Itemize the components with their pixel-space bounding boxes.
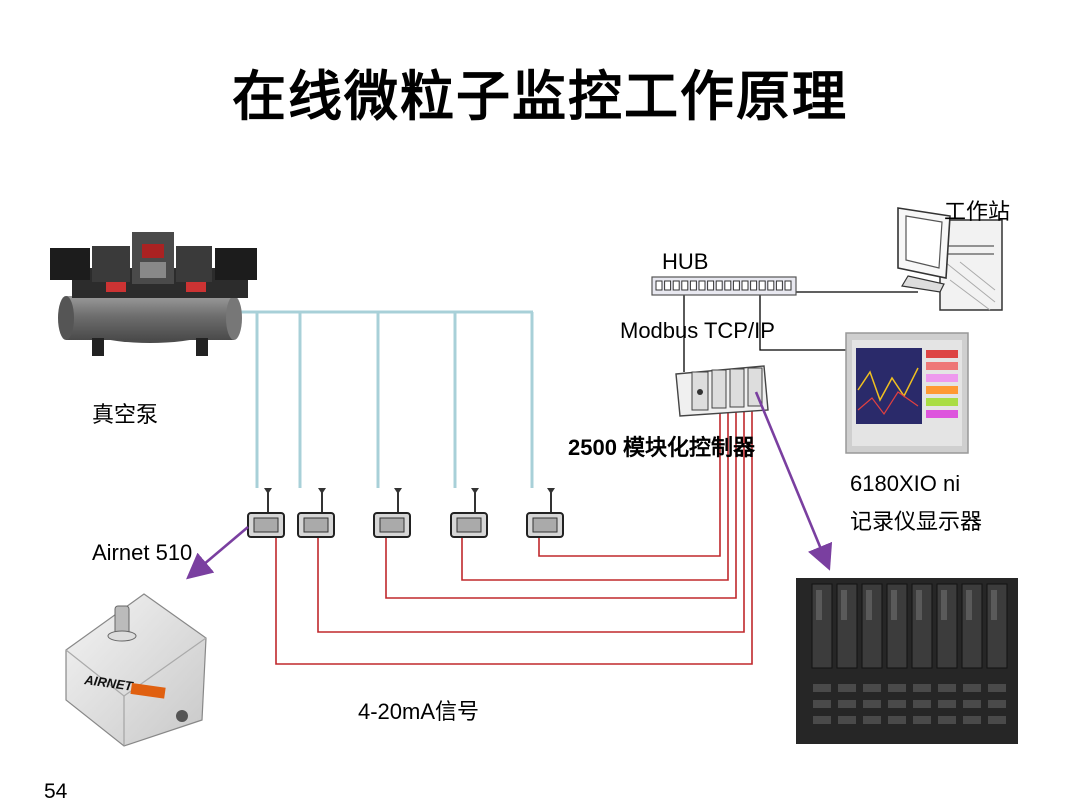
- controller-icon: [675, 365, 769, 417]
- hub-label: HUB: [662, 249, 709, 274]
- workstation-label: 工作站: [944, 200, 1011, 225]
- particle-sensor-icon: AIRNET: [65, 593, 207, 747]
- sensor-probe-icon: [297, 488, 335, 538]
- page-number: 54: [44, 780, 68, 803]
- protocol-label: Modbus TCP/IP: [620, 318, 775, 343]
- io-module-icon: [796, 578, 1018, 744]
- workstation-icon: [897, 207, 1003, 311]
- recorder-name-label: 记录仪显示器: [850, 510, 983, 535]
- vacuum-pump-label: 真空泵: [92, 403, 159, 428]
- recorder-model-label: 6180XIO ni: [850, 471, 961, 496]
- sensor-probes: [247, 488, 564, 538]
- sensor-probe-icon: [450, 488, 488, 538]
- sensor-probe-icon: [526, 488, 564, 538]
- sensor-probe-icon: [373, 488, 411, 538]
- hub-icon: [651, 276, 797, 296]
- signal-label: 4-20mA信号: [358, 699, 480, 724]
- vacuum-pump-icon: [50, 232, 257, 356]
- signal-lines: [275, 395, 753, 665]
- sensor-probe-icon: [247, 488, 285, 538]
- svg-text:AIRNET: AIRNET: [83, 672, 135, 694]
- page-title: 在线微粒子监控工作原理: [232, 64, 848, 128]
- sensor-label: Airnet 510: [92, 540, 193, 565]
- arrows: [186, 391, 833, 580]
- recorder-icon: [845, 332, 969, 454]
- vacuum-lines: [232, 310, 534, 488]
- controller-label: 2500 模块化控制器: [568, 435, 756, 460]
